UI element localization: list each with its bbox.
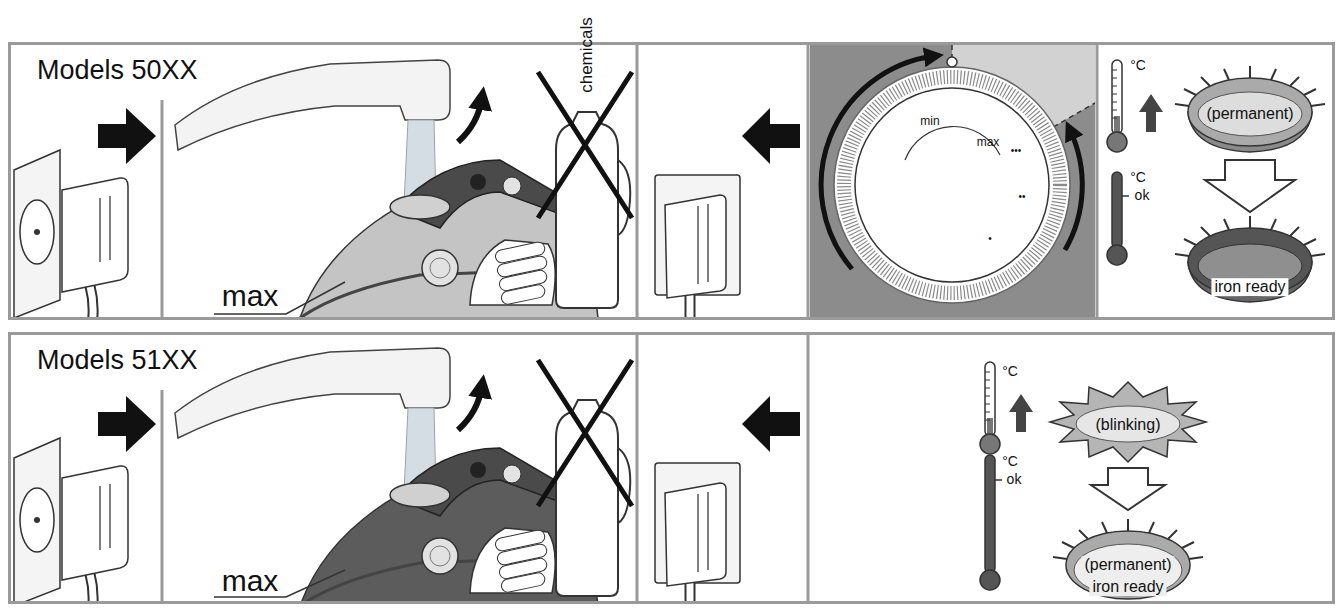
row-art <box>14 348 1206 602</box>
figure-label: ••• <box>1011 145 1022 156</box>
figure-label: (permanent) <box>1203 105 1296 123</box>
row-art <box>538 72 632 308</box>
thermometer <box>1107 245 1127 265</box>
figure-label: min <box>920 115 939 128</box>
blinking-lamp <box>1050 382 1206 462</box>
model-heading: Models 50XX <box>37 55 198 86</box>
lamp <box>1066 531 1190 599</box>
figure-label: °C <box>1002 454 1018 469</box>
thermometer <box>1112 70 1117 118</box>
lamp <box>1188 228 1312 296</box>
figure-label: ok <box>1007 472 1022 487</box>
figure-label: • <box>988 233 992 244</box>
thermometer <box>1139 94 1163 132</box>
figure-label: °C <box>1130 58 1146 73</box>
down-arrow <box>1091 468 1165 510</box>
row-art <box>14 44 1325 318</box>
thermometer <box>1107 60 1163 152</box>
figure-label: ok <box>1135 188 1150 203</box>
figure-label: iron ready <box>1089 578 1166 596</box>
turn-arrow <box>821 56 934 269</box>
dial-scale <box>905 126 1000 160</box>
figure-label: max <box>222 279 279 312</box>
dial-ticks <box>844 77 1060 293</box>
thermometer <box>980 362 1033 454</box>
figure-label: (permanent) <box>1081 556 1174 574</box>
dial <box>834 67 1070 303</box>
thermometer <box>1107 132 1127 152</box>
figure-label: iron ready <box>1211 278 1288 296</box>
figure-label: max <box>222 564 279 597</box>
lamp-light <box>1076 406 1180 442</box>
panel-divider <box>162 44 1097 318</box>
row-art <box>538 360 632 596</box>
figure-label: •• <box>1018 191 1025 202</box>
thermometer <box>1009 394 1033 432</box>
thermometer <box>980 570 1000 590</box>
row-art <box>300 160 598 318</box>
thermometer <box>980 434 1000 454</box>
figure-label: °C <box>1130 170 1146 185</box>
figure-label: chemicals <box>578 17 597 93</box>
figure-label: max <box>977 136 1000 149</box>
dial-ground <box>810 44 1095 318</box>
thermometer <box>985 455 995 573</box>
lamp-light <box>1198 92 1302 136</box>
lamp-light <box>1074 544 1182 596</box>
thermometer <box>1122 195 1129 197</box>
row-art <box>14 348 800 602</box>
panel-divider <box>162 334 808 602</box>
dial-face <box>855 88 1049 282</box>
dial-pointer <box>947 57 957 67</box>
thermometer <box>980 455 1002 590</box>
row-art <box>655 108 800 318</box>
thermometer <box>995 479 1002 481</box>
model-heading: Models 51XX <box>37 345 198 376</box>
turn-arrow <box>1065 130 1082 250</box>
row-art <box>14 108 156 318</box>
row-art <box>14 396 156 602</box>
row-art <box>300 448 598 602</box>
thermometer <box>985 372 990 420</box>
down-arrow <box>1205 160 1295 212</box>
figure-label: °C <box>1002 364 1018 379</box>
lamp <box>1188 78 1312 146</box>
row-art <box>655 396 800 602</box>
thermometer <box>1112 172 1122 248</box>
thermometer <box>1107 172 1129 265</box>
figure-label: (blinking) <box>1093 416 1164 434</box>
